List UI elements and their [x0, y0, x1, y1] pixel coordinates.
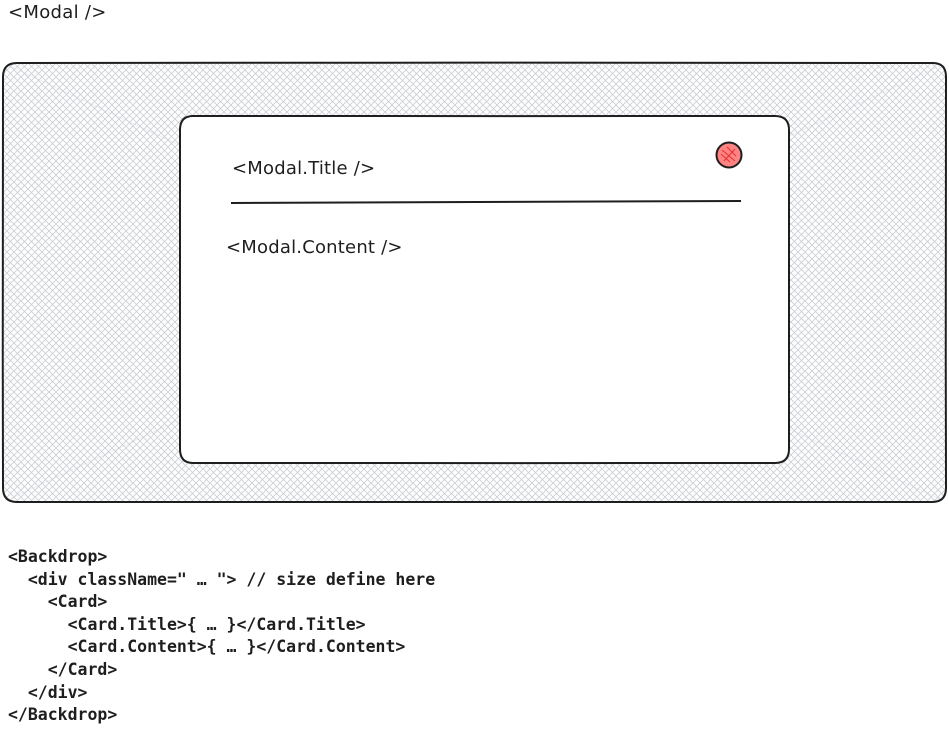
code-line: <div className=" … "> // size define her… [8, 569, 436, 589]
code-line: <Backdrop> [8, 547, 108, 566]
code-line: <Card> [8, 592, 108, 612]
code-line: </Backdrop> [8, 705, 118, 725]
code-line: </div> [8, 682, 88, 702]
modal-diagram [1, 61, 948, 504]
modal-content: <Modal.Content /> [226, 237, 403, 258]
title-divider [230, 200, 742, 204]
code-line: <Card.Title>{ … }</Card.Title> [8, 614, 366, 634]
code-line: <Card.Content>{ … }</Card.Content> [8, 637, 406, 657]
code-line: </Card> [8, 659, 118, 679]
modal-label: <Modal /> [8, 2, 107, 23]
code-snippet: <Backdrop> <div className=" … "> // size… [8, 546, 435, 727]
modal-title: <Modal.Title /> [232, 158, 376, 179]
close-x-icon[interactable] [715, 141, 743, 169]
